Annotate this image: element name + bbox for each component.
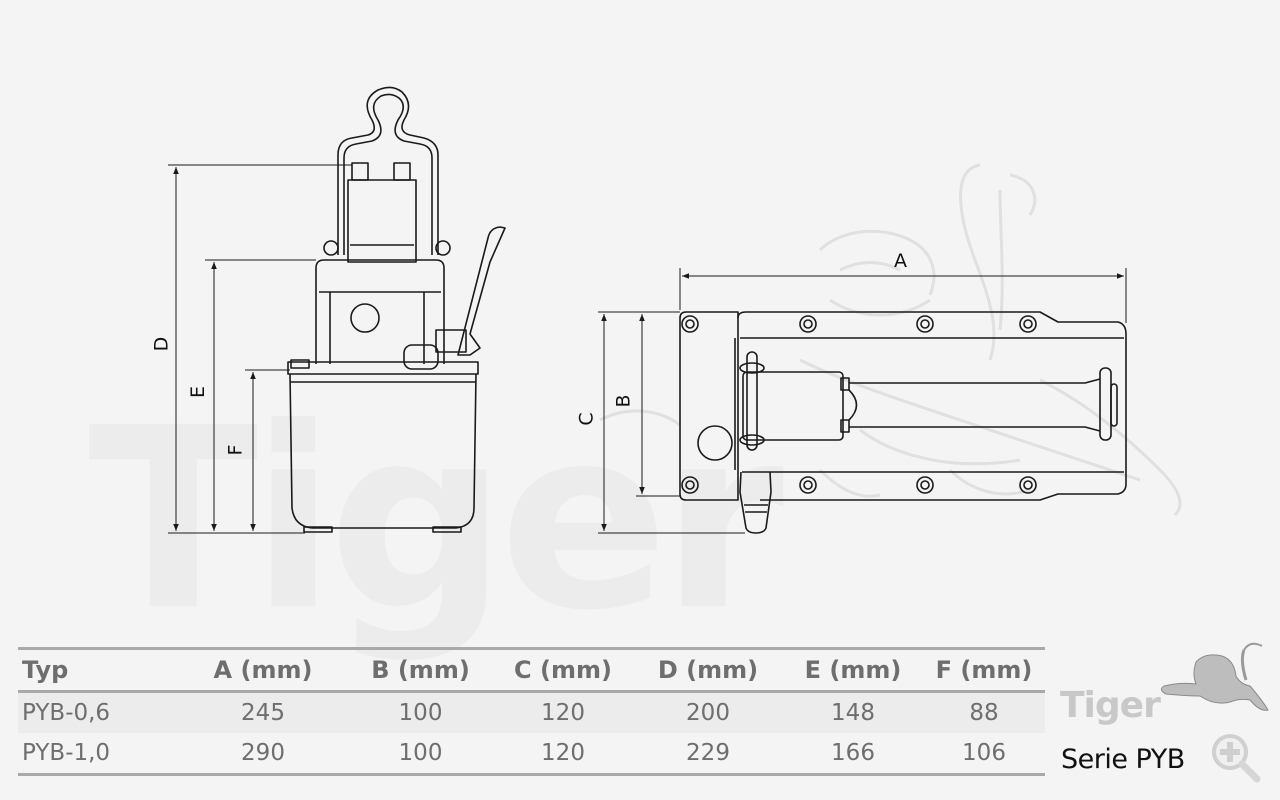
top-view-drawing — [679, 311, 1127, 534]
cell-b: 100 — [398, 740, 443, 766]
column-header-c: C (mm) — [514, 656, 612, 684]
bolt-icon — [681, 315, 1037, 494]
tiger-watermark-icon — [599, 163, 1182, 517]
watermark-text: Tiger — [88, 374, 784, 665]
cell-a: 290 — [241, 740, 285, 766]
cell-e: 148 — [831, 700, 875, 726]
cell-f: 88 — [969, 700, 999, 726]
cell-d: 200 — [686, 700, 730, 726]
table-row: PYB-1,0 290 100 120 229 166 106 — [18, 733, 1045, 775]
column-header-f: F (mm) — [935, 656, 1033, 684]
table-row: PYB-0,6 245 100 120 200 148 88 — [18, 691, 1045, 733]
dimension-label-e: E — [187, 385, 210, 399]
cell-type: PYB-0,6 — [22, 700, 111, 726]
dimension-label-f: F — [224, 444, 247, 456]
front-view-dimensions — [168, 164, 352, 534]
dimension-label-c: C — [575, 412, 598, 426]
tiger-logo-text: Tiger — [1060, 685, 1161, 726]
dimension-label-d: D — [150, 336, 173, 352]
cell-c: 120 — [541, 740, 585, 766]
top-view-dimensions — [598, 268, 1127, 534]
cell-c: 120 — [541, 700, 585, 726]
column-header-e: E (mm) — [804, 656, 902, 684]
column-header-typ: Typ — [22, 656, 69, 684]
column-header-b: B (mm) — [371, 656, 470, 684]
cell-type: PYB-1,0 — [22, 740, 111, 766]
table-header-row: Typ A (mm) B (mm) C (mm) D (mm) E (mm) F… — [18, 648, 1045, 692]
column-header-d: D (mm) — [657, 656, 759, 684]
cell-b: 100 — [398, 700, 443, 726]
cell-f: 106 — [962, 740, 1006, 766]
cell-a: 245 — [241, 700, 285, 726]
dimension-label-a: A — [894, 250, 907, 272]
cell-e: 166 — [831, 740, 875, 766]
dimensions-table: Typ A (mm) B (mm) C (mm) D (mm) E (mm) F… — [18, 647, 1045, 776]
zoom-in-icon[interactable] — [1210, 732, 1262, 784]
dimension-label-b: B — [612, 394, 635, 408]
series-label: Serie PYB — [1061, 744, 1185, 775]
column-header-a: A (mm) — [213, 656, 313, 684]
cell-d: 229 — [686, 740, 730, 766]
tiger-mascot-icon — [1160, 642, 1269, 711]
front-view-drawing — [287, 86, 506, 533]
